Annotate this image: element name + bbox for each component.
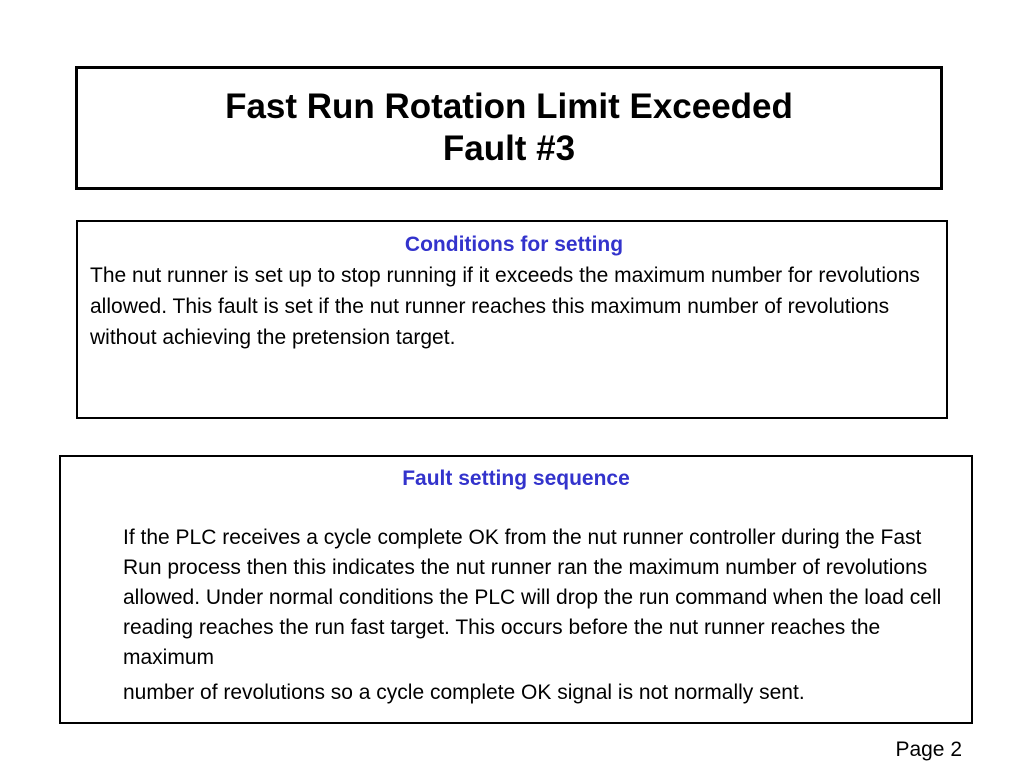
page-number: Page 2 <box>895 738 962 761</box>
sequence-text-last-line: number of revolutions so a cycle complet… <box>123 681 805 704</box>
slide-title: Fast Run Rotation Limit Exceeded <box>225 87 793 126</box>
title-box: Fast Run Rotation Limit Exceeded Fault #… <box>75 66 943 190</box>
sequence-text-main: If the PLC receives a cycle complete OK … <box>123 526 942 669</box>
sequence-heading: Fault setting sequence <box>402 467 630 490</box>
fault-number: Fault #3 <box>442 129 576 168</box>
sequence-box: Fault setting sequence If the PLC receiv… <box>59 455 973 724</box>
conditions-text: The nut runner is set up to stop running… <box>90 264 920 349</box>
sequence-text: If the PLC receives a cycle complete OK … <box>69 523 963 708</box>
conditions-box: Conditions for setting The nut runner is… <box>76 220 948 419</box>
conditions-heading: Conditions for setting <box>404 233 624 256</box>
